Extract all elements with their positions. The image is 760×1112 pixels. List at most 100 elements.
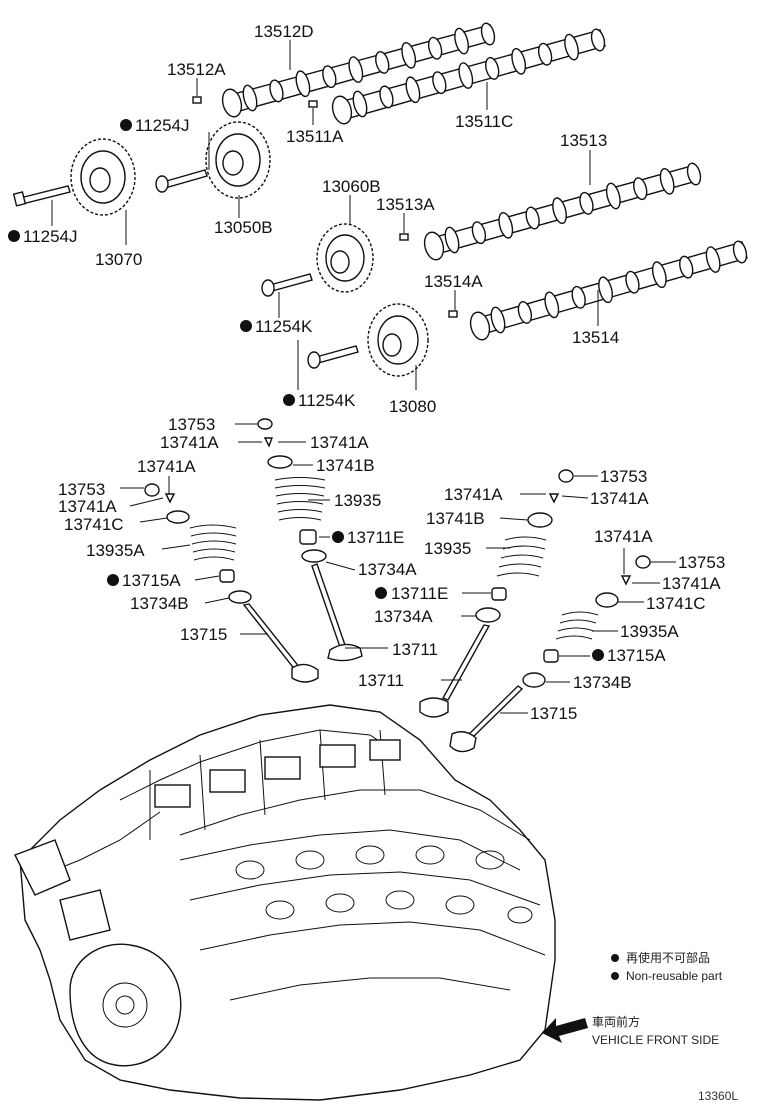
engine-block [14,704,556,1101]
cam-lobe [352,90,368,118]
cam-lobe [686,162,702,186]
label-13741b-b: 13741B [426,509,485,528]
cam-lobe [579,191,594,215]
cam-lobe [732,240,748,264]
cam-lobe [659,167,675,195]
cam-lobe [269,79,284,103]
nonreusable-dot [332,531,344,543]
retainer-13741b-b [527,512,553,528]
cam-lobe [679,255,694,279]
cam-lobe [490,306,506,334]
nonreusable-dot [107,574,119,586]
label-13511c: 13511C [455,112,513,131]
retainer-13741c-b [595,592,619,608]
camshaft-13513 [423,162,702,261]
camshaft-13511c [331,28,606,125]
nonreusable-dot [240,320,252,332]
bolt-11254j-top [155,169,208,193]
label-13741c-a: 13741C [64,515,124,534]
pin-13513a [399,233,409,241]
seal-13715a-a [219,569,235,583]
cam-lobe [379,85,394,109]
cam-lobe [454,27,469,55]
valve-13711-b [419,624,491,718]
cam-lobe [571,285,586,309]
pin-13514a [448,310,458,318]
gear-13050b [205,121,271,199]
label-13935a-b: 13935A [620,622,679,641]
label-13935-b: 13935 [424,539,471,558]
label-13711-b: 13711 [358,671,404,690]
nonreusable-dot [283,394,295,406]
lifter-13753-c [558,469,574,483]
cam-lobe [401,41,417,69]
cam-lobe [525,206,540,230]
label-13512a: 13512A [167,60,226,79]
legend-dot-icon [611,972,619,980]
label-13715a-a: 13715A [122,571,181,590]
cam-lobe [295,70,311,98]
cam-lobe [598,276,613,304]
nonreusable-dot [120,119,132,131]
label-13741a-f: 13741A [590,489,649,508]
label-13711e-b: 13711E [391,584,448,603]
spring-13935-a [274,477,326,521]
retainer-13741b-a [267,455,293,469]
label-13935-a: 13935 [334,491,381,510]
seal-13715a-b [543,649,559,663]
cam-lobe [517,301,533,324]
bolt-11254k-a [261,273,313,297]
retainer-13741c-a [166,510,190,524]
label-13514: 13514 [572,328,619,347]
lifter-13753-d [635,555,651,569]
label-13715-a: 13715 [180,625,227,644]
legend-jp: 再使用不可部品 [626,950,710,965]
label-13711e-a: 13711E [347,528,404,547]
cam-lobe [625,270,640,294]
label-11254k-b: 11254K [298,391,356,410]
label-13511a: 13511A [286,127,344,146]
cam-lobe [375,51,390,74]
label-13050b: 13050B [214,218,273,237]
label-13741a-e: 13741A [444,485,503,504]
lifter-13753-a [257,418,273,430]
label-13741b-a: 13741B [316,456,375,475]
valve-13715-a [242,603,319,683]
direction-en: VEHICLE FRONT SIDE [592,1033,719,1047]
key-13741a-a [263,437,274,448]
label-13734b-a: 13734B [130,594,189,613]
label-13734a-b: 13734A [374,607,433,626]
cam-lobe [322,65,337,89]
label-13753-c: 13753 [600,467,647,486]
seat-13734b-b [522,672,546,688]
spring-13935a-a [189,524,237,561]
front-direction: 車両前方 VEHICLE FRONT SIDE [542,1014,719,1047]
direction-jp: 車両前方 [592,1014,640,1029]
pin-13511a [308,100,318,108]
lifter-13753-b [144,483,160,497]
gear-13070 [70,138,136,216]
label-13080: 13080 [389,397,436,416]
label-13741a-a: 13741A [160,433,219,452]
label-11254k-a: 11254K [255,317,313,336]
label-13741c-b: 13741C [646,594,706,613]
label-13060b: 13060B [322,177,381,196]
cam-lobe [705,246,721,273]
label-13741a-g: 13741A [594,527,653,546]
label-13715a-b: 13715A [607,646,666,665]
seal-13711e-b [491,587,507,601]
cam-lobe [444,226,460,254]
valve-13715-b [449,685,524,753]
callout-labels: 13512D 13512A 11254J 13511A 13511C 13513… [8,22,725,723]
label-13715-b: 13715 [530,704,577,723]
gear-13080 [367,303,429,377]
cam-lobe [485,57,500,80]
label-13513: 13513 [560,131,607,150]
spring-13935a-b [555,611,599,640]
nonreusable-dot [592,649,604,661]
cam-lobe [458,62,474,89]
cam-lobe [432,71,447,95]
cam-lobe [480,22,496,46]
label-13753-d: 13753 [678,553,725,572]
